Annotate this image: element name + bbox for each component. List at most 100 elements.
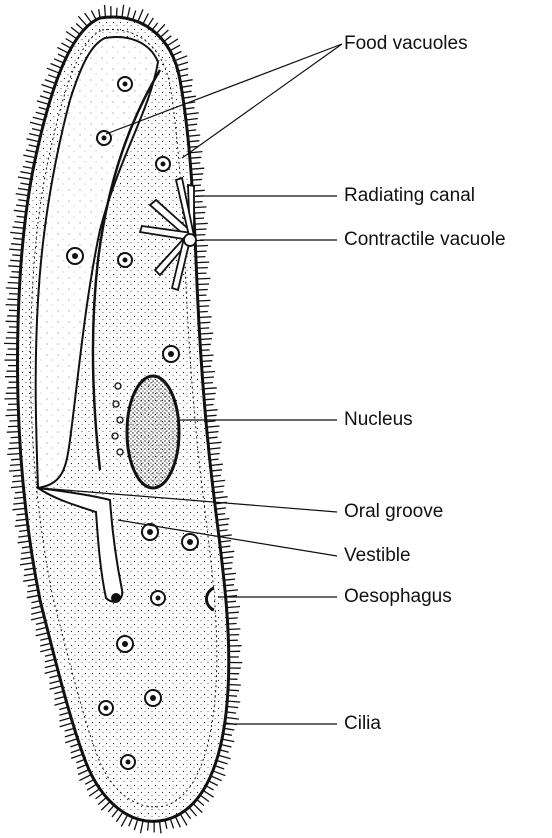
- cilium: [193, 207, 206, 208]
- cilium: [177, 62, 188, 66]
- cilium: [203, 388, 216, 389]
- cilium: [170, 818, 173, 828]
- cilium: [186, 119, 198, 121]
- cilium: [11, 486, 23, 487]
- cilium: [18, 188, 29, 190]
- oesophagus-notch: [207, 588, 215, 610]
- cilium: [27, 139, 40, 142]
- cilium: [85, 13, 92, 23]
- cilium: [47, 68, 60, 73]
- cilium: [14, 210, 26, 212]
- cilium: [197, 284, 209, 285]
- cilium: [143, 14, 149, 25]
- cilium: [31, 617, 44, 620]
- cilium: [8, 283, 20, 284]
- cilium: [194, 223, 208, 224]
- label-oesophagus: Oesophagus: [344, 586, 452, 608]
- cilium: [196, 262, 209, 263]
- cilium: [79, 775, 91, 781]
- cilium: [225, 590, 238, 591]
- cilium: [199, 317, 212, 318]
- cilium: [202, 372, 215, 373]
- cilium: [12, 508, 25, 510]
- cilium: [197, 278, 211, 279]
- cilium: [226, 717, 239, 719]
- cilium: [227, 618, 238, 619]
- cilium: [148, 18, 154, 27]
- cilium: [116, 812, 123, 822]
- cilium: [209, 454, 220, 455]
- cilium: [199, 322, 210, 323]
- cilium: [101, 801, 110, 810]
- nucleus-shape: [127, 376, 179, 488]
- cilium: [31, 611, 43, 614]
- cilium: [160, 821, 162, 833]
- cilium: [160, 30, 168, 37]
- cilium: [195, 229, 207, 230]
- cilium: [198, 300, 211, 301]
- cilium: [200, 344, 211, 345]
- cilium: [200, 333, 214, 334]
- cilium: [45, 80, 56, 84]
- cilium: [206, 421, 215, 422]
- cilium: [217, 519, 229, 521]
- cilium: [12, 227, 24, 228]
- oesophagus-dot: [111, 593, 121, 603]
- cilium: [16, 519, 27, 520]
- cilium: [221, 551, 234, 553]
- cilium: [91, 11, 96, 20]
- cilium: [183, 96, 196, 98]
- cilium: [208, 437, 218, 438]
- cilium: [20, 563, 33, 565]
- cilium: [189, 807, 197, 816]
- cilium: [30, 122, 43, 125]
- cilium: [18, 177, 31, 179]
- cilium: [42, 85, 54, 89]
- cilium: [194, 218, 204, 219]
- cilium: [59, 712, 69, 715]
- cilium: [180, 80, 192, 82]
- cilium: [57, 47, 68, 53]
- cilium: [10, 443, 20, 444]
- cilium: [204, 393, 216, 394]
- cilium: [50, 686, 63, 689]
- cilium: [50, 681, 61, 684]
- cilium: [36, 633, 49, 636]
- cilium: [60, 718, 72, 721]
- cilium: [45, 665, 57, 668]
- cilium: [181, 86, 192, 88]
- cilium: [23, 167, 33, 169]
- label-food-vacuoles: Food vacuoles: [344, 33, 468, 55]
- cilium: [207, 426, 220, 427]
- cilium: [54, 697, 65, 700]
- cilium: [187, 124, 197, 125]
- cilium: [185, 108, 195, 109]
- cilium: [180, 814, 187, 826]
- cilium: [191, 174, 203, 175]
- cilium: [105, 5, 106, 18]
- cilium: [71, 754, 83, 758]
- cilium: [200, 339, 212, 340]
- cilium: [23, 155, 35, 158]
- cilium: [218, 755, 231, 759]
- cilium: [33, 117, 45, 120]
- cilium: [48, 75, 57, 79]
- cilium: [227, 607, 241, 608]
- cilium: [223, 573, 236, 574]
- cilium: [222, 557, 234, 558]
- cilium: [214, 497, 227, 499]
- cilium: [54, 702, 66, 705]
- cilium: [190, 163, 200, 164]
- cilium: [8, 448, 20, 449]
- cilium: [27, 595, 39, 597]
- cilium: [10, 465, 22, 466]
- cilium: [13, 503, 25, 504]
- label-vestible: Vestible: [344, 545, 411, 567]
- cilium: [76, 24, 83, 31]
- cilium: [210, 464, 222, 465]
- cilium: [228, 629, 240, 630]
- cilium: [209, 448, 221, 449]
- cilium: [98, 797, 106, 804]
- cilium: [211, 470, 222, 471]
